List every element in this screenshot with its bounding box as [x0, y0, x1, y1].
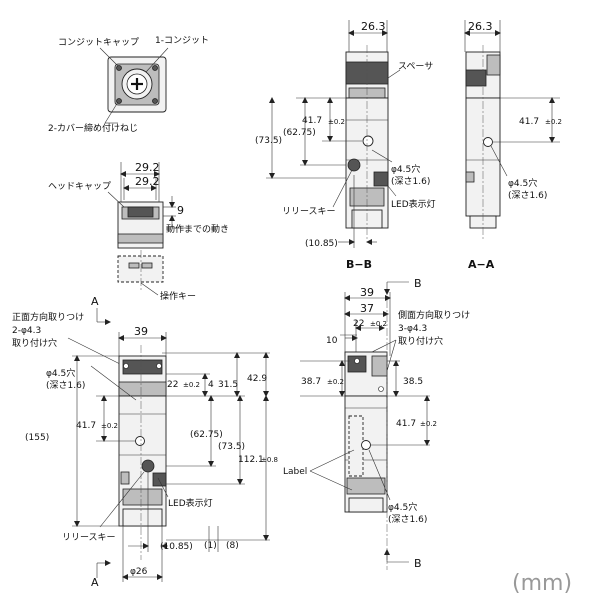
front-view: A 正面方向取りつけ 2-φ4.3 取り付け穴 39 φ4.5穴 (深さ1.6)… [12, 295, 278, 589]
front-mount-label-2: 2-φ4.3 [12, 326, 41, 336]
front-417-dim: 41.7 [76, 421, 96, 431]
bb-417-tol: ±0.2 [328, 118, 345, 126]
side-mount-label-2: 3-φ4.3 [398, 324, 427, 334]
side-387-tol: ±0.2 [327, 378, 344, 386]
conduit-cap-label: コンジットキャップ [58, 37, 139, 48]
bb-417-dim: 41.7 [302, 116, 322, 126]
aa-hole-label: φ4.5穴 [508, 177, 537, 189]
head-cap-label: ヘッドキャップ [48, 181, 111, 192]
front-mount-label-3: 取り付け穴 [12, 337, 57, 349]
travel-label: 動作までの動き [166, 223, 229, 235]
side-417-dim: 41.7 [396, 419, 416, 429]
bb-735-dim: (73.5) [255, 136, 282, 146]
conduit-top-view: コンジットキャップ 1-コンジット 2-カバー締め付けねじ [48, 36, 209, 134]
front-26-dim: φ26 [130, 567, 148, 577]
conduit-label: 1-コンジット [155, 36, 209, 46]
section-bb-view: 26.3 スペーサ 41.7 ±0.2 (62.75) (73.5) φ4.5穴… [255, 20, 436, 271]
side-22-dim: 22 [353, 319, 364, 329]
front-22-dim: 22 [167, 380, 178, 390]
front-315-dim: 31.5 [218, 380, 238, 390]
front-39-dim: 39 [134, 325, 148, 338]
side-mount-label-3: 取り付け穴 [398, 335, 443, 347]
front-6275-dim: (62.75) [190, 430, 223, 440]
side-417-tol: ±0.2 [420, 420, 437, 428]
front-mount-label-1: 正面方向取りつけ [12, 311, 84, 323]
unit-label: (mm) [512, 571, 572, 596]
side-section-b-bottom: B [414, 557, 422, 570]
front-429-dim: 42.9 [247, 374, 267, 384]
bb-led-label: LED表示灯 [391, 198, 436, 210]
bb-6275-dim: (62.75) [283, 128, 316, 138]
aa-depth-label: (深さ1.6) [508, 190, 547, 201]
section-aa-view: 26.3 41.7 ±0.2 φ4.5穴 (深さ1.6) A−A [464, 20, 562, 271]
bb-release-label: リリースキー [282, 207, 336, 217]
side-10-dim: 10 [326, 336, 338, 346]
side-22-tol: ±0.2 [370, 320, 387, 328]
bb-caption: B−B [346, 258, 372, 271]
front-417-tol: ±0.2 [101, 422, 118, 430]
aa-417-tol: ±0.2 [545, 118, 562, 126]
side-387-dim: 38.7 [301, 377, 321, 387]
front-hole-label: φ4.5穴 [46, 367, 75, 379]
head-dim-outer: 29.2 [135, 161, 160, 174]
key-label: 操作キー [160, 290, 196, 302]
side-section-b-top: B [414, 277, 422, 290]
aa-417-dim: 41.7 [519, 117, 539, 127]
front-1085-dim: (10.85) [160, 542, 193, 552]
side-label-text: Label [283, 467, 307, 477]
front-depth-label: (深さ1.6) [46, 380, 85, 391]
front-led-label: LED表示灯 [168, 497, 213, 509]
side-view: B 39 37 22 ±0.2 側面方向取りつけ 3-φ4.3 取り付け穴 10 [283, 277, 470, 570]
aa-caption: A−A [468, 258, 495, 271]
front-1-dim: (1) [204, 541, 217, 551]
front-release-label: リリースキー [62, 533, 116, 543]
side-385-dim: 38.5 [403, 377, 423, 387]
aa-width-dim: 26.3 [468, 20, 493, 33]
travel-dim: 9 [177, 204, 184, 217]
side-39-dim: 39 [360, 286, 374, 299]
front-735-dim: (73.5) [218, 442, 245, 452]
front-4-dim: 4 [208, 380, 214, 390]
bb-1085-dim: (10.85) [305, 239, 338, 249]
front-1121-dim: 112.1 [238, 455, 264, 465]
front-155-dim: (155) [25, 433, 49, 443]
bb-depth-label: (深さ1.6) [391, 176, 430, 187]
front-22-tol: ±0.2 [183, 381, 200, 389]
front-8-dim: (8) [226, 541, 239, 551]
side-37-dim: 37 [360, 302, 374, 315]
spacer-label: スペーサ [398, 61, 433, 72]
bb-hole-label: φ4.5穴 [391, 163, 420, 175]
side-depth-label: (深さ1.6) [388, 514, 427, 525]
front-section-a-bottom: A [91, 576, 99, 589]
head-dim-inner: 29.2 [135, 175, 160, 188]
front-section-a-top: A [91, 295, 99, 308]
side-mount-label-1: 側面方向取りつけ [398, 309, 470, 321]
bb-width-dim: 26.3 [361, 20, 386, 33]
side-hole-label: φ4.5穴 [388, 501, 417, 513]
head-view: 29.2 29.2 9 動作までの動き ヘッドキャップ 操作キー [48, 161, 229, 302]
front-1121-tol: ±0.8 [261, 456, 278, 464]
cover-screws-label: 2-カバー締め付けねじ [48, 122, 138, 134]
